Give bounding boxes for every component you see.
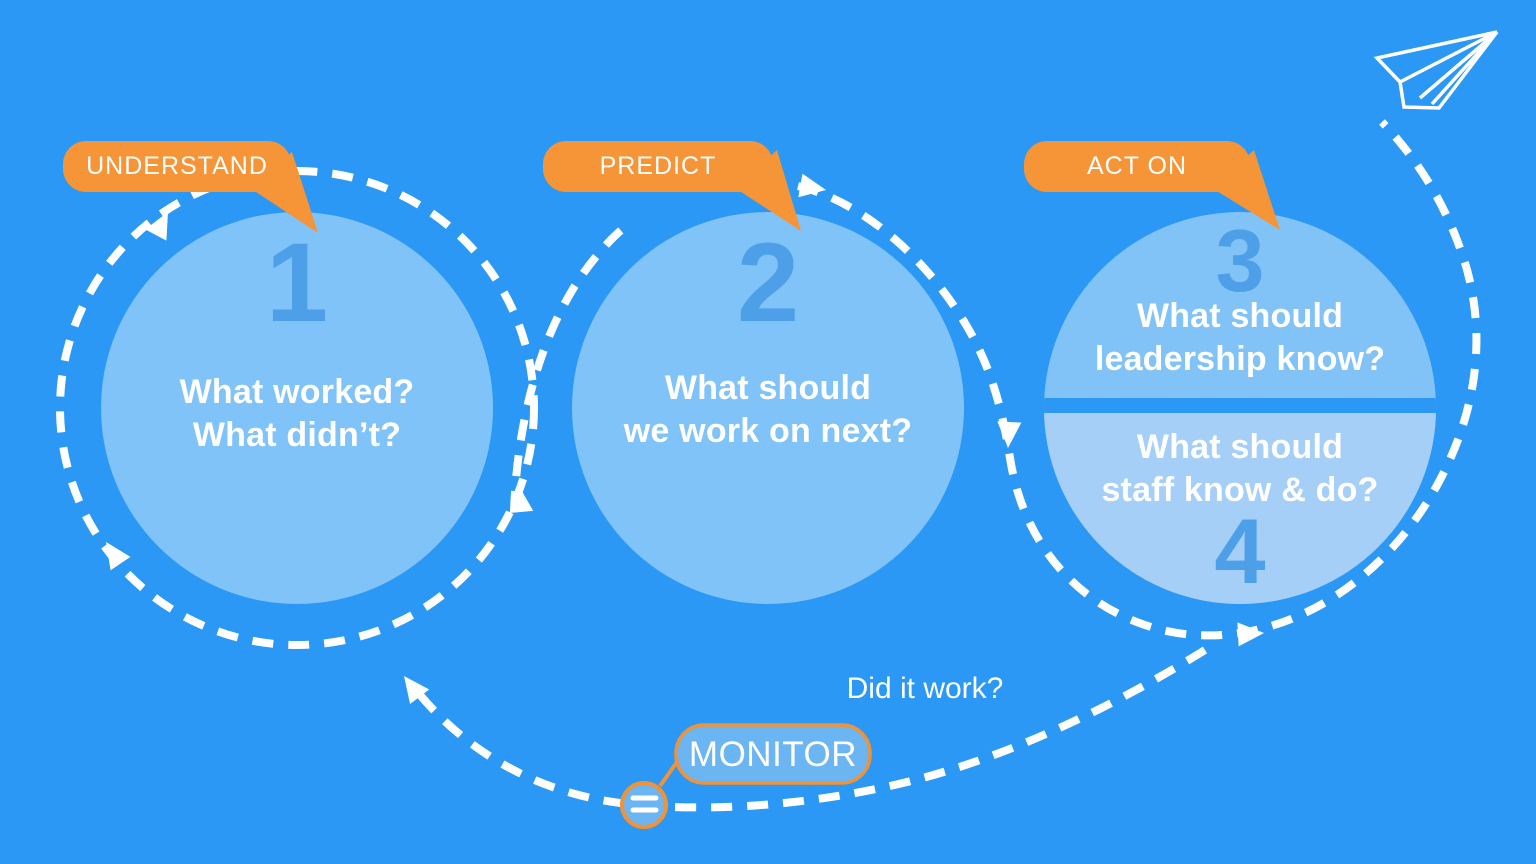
tag-understand: UNDERSTAND: [63, 141, 291, 192]
stage-4-question: What should staff know & do?: [1040, 426, 1440, 512]
tag-predict: PREDICT: [543, 141, 773, 192]
tag-predict-label: PREDICT: [599, 152, 717, 180]
stage-4-number: 4: [1214, 501, 1266, 603]
tag-understand-label: UNDERSTAND: [86, 152, 268, 180]
stage-1-question-line2: What didn’t?: [192, 416, 402, 454]
stage-2-question-line2: we work on next?: [623, 412, 913, 450]
stage-1-question: What worked? What didn’t?: [97, 371, 497, 457]
did-it-work-question: Did it work?: [846, 672, 1004, 705]
tag-act-on: ACT ON: [1024, 141, 1250, 192]
stage-2-question-line1: What should: [664, 369, 872, 407]
monitor-label: MONITOR: [688, 735, 858, 774]
stage-3-question-line2: leadership know?: [1094, 340, 1386, 378]
stage-4-question-line2: staff know & do?: [1101, 471, 1379, 509]
stage-2-question: What should we work on next?: [568, 367, 968, 453]
stage-1-question-line1: What worked?: [179, 373, 415, 411]
stage-4-question-line1: What should: [1136, 428, 1344, 466]
stage-3-question-line1: What should: [1136, 297, 1344, 335]
stage-3-number: 3: [1215, 211, 1265, 310]
tag-act-on-label: ACT ON: [1087, 152, 1187, 180]
stage-1-number: 1: [265, 220, 329, 345]
stage-3-question: What should leadership know?: [1040, 295, 1440, 381]
stage-2-number: 2: [736, 220, 800, 345]
